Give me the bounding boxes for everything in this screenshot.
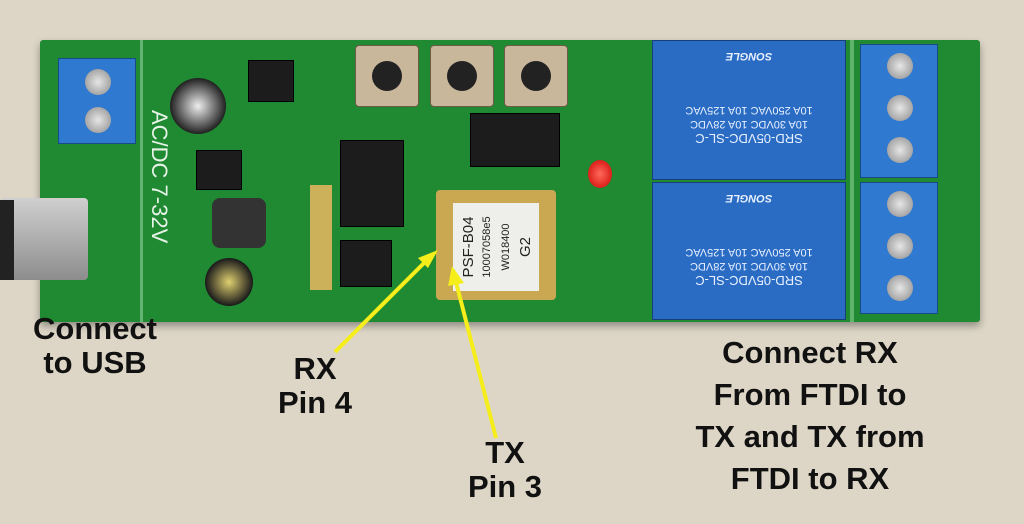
- rx-label: RX Pin 4: [250, 352, 380, 420]
- screw-icon: [85, 107, 111, 133]
- relay-terminal-block: [860, 182, 938, 314]
- pcb-divider: [850, 40, 854, 322]
- label-line: From FTDI to: [713, 377, 907, 412]
- screw-icon: [887, 191, 913, 217]
- regulator: [340, 240, 392, 287]
- micro-usb-port: [0, 198, 88, 280]
- rx-arrowhead-icon: [418, 250, 438, 268]
- push-button[interactable]: [504, 45, 568, 107]
- chip: [470, 113, 560, 167]
- power-terminal-block: [58, 58, 136, 144]
- chip: [340, 140, 404, 227]
- regulator: [196, 150, 242, 190]
- pin-header: [310, 185, 332, 290]
- relay-2: SRD-05VDC-SL-C 10A 30VDC 10A 28VDC 10A 2…: [652, 182, 846, 320]
- screw-icon: [85, 69, 111, 95]
- relay-terminal-block: [860, 44, 938, 178]
- tx-arrowhead-icon: [448, 266, 464, 286]
- push-button[interactable]: [430, 45, 494, 107]
- screw-icon: [887, 137, 913, 163]
- capacitor: [205, 258, 253, 306]
- label-line: FTDI to RX: [730, 461, 890, 496]
- inductor: [212, 198, 266, 248]
- capacitor: [170, 78, 226, 134]
- usb-cable: [0, 200, 14, 280]
- screw-icon: [887, 233, 913, 259]
- rx-arrow: [333, 260, 427, 354]
- usb-label: Connect to USB: [10, 312, 180, 380]
- red-led: [588, 160, 612, 188]
- label-line: Pin 4: [277, 385, 353, 420]
- push-button[interactable]: [355, 45, 419, 107]
- label-line: RX: [293, 351, 337, 386]
- screw-icon: [887, 275, 913, 301]
- screw-icon: [887, 95, 913, 121]
- ftdi-label: Connect RX From FTDI to TX and TX from F…: [660, 332, 960, 500]
- label-line: to USB: [43, 345, 147, 380]
- tx-arrow: [454, 281, 498, 439]
- tx-label: TX Pin 3: [440, 436, 570, 504]
- chip: [248, 60, 294, 102]
- silkscreen-line: [140, 40, 143, 322]
- label-line: TX and TX from: [695, 419, 925, 454]
- relay-1: SRD-05VDC-SL-C 10A 30VDC 10A 28VDC 10A 2…: [652, 40, 846, 180]
- label-line: Connect RX: [722, 335, 898, 370]
- label-line: Pin 3: [467, 469, 543, 504]
- screw-icon: [887, 53, 913, 79]
- label-line: TX: [485, 435, 525, 470]
- label-line: Connect: [33, 311, 157, 346]
